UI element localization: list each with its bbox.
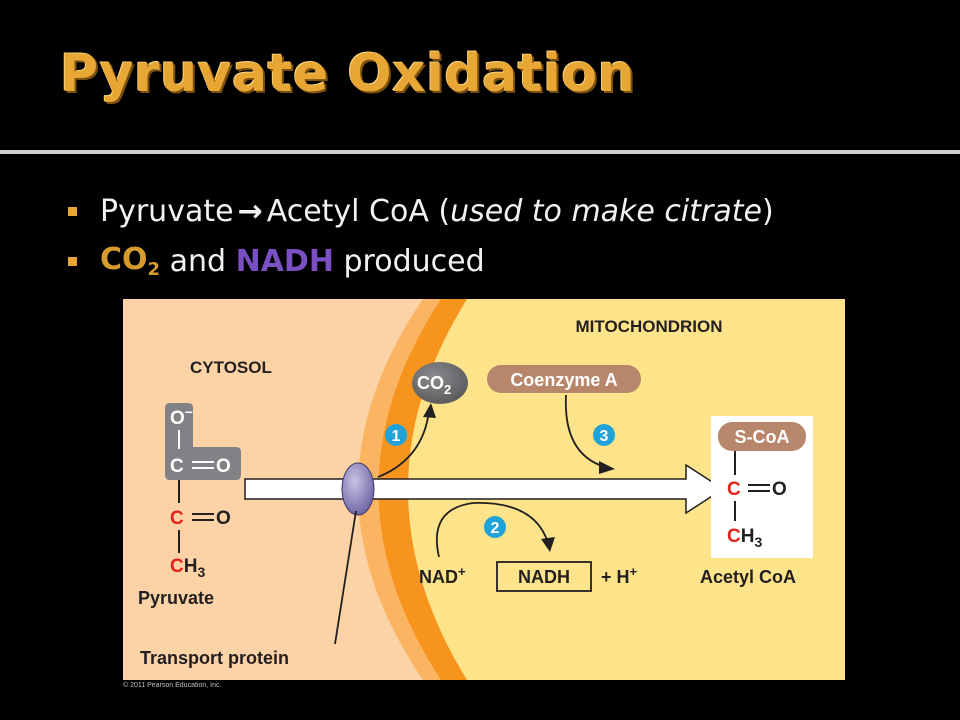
header-divider bbox=[0, 150, 960, 154]
bullet-text-nadh: NADH bbox=[235, 243, 334, 279]
pyruvate-label: Pyruvate bbox=[138, 588, 214, 608]
step-2-badge bbox=[484, 516, 506, 538]
co2-bubble bbox=[412, 362, 468, 404]
pyruvate-oxygen-1: O bbox=[216, 456, 231, 477]
copyright-notice: © 2011 Pearson Education, Inc. bbox=[123, 682, 222, 689]
nadh-box bbox=[496, 561, 592, 592]
right-arrow-icon: → bbox=[237, 193, 263, 229]
main-flow-arrow bbox=[244, 463, 725, 515]
transport-protein-label: Transport protein bbox=[140, 648, 289, 668]
bullet-item-products: CO2 and NADH produced bbox=[68, 236, 948, 286]
acetyl-methyl: CH3 bbox=[727, 526, 762, 550]
bullet-list: Pyruvate → Acetyl CoA (used to make citr… bbox=[68, 186, 948, 286]
acetyl-carbon-1: C bbox=[727, 479, 741, 500]
pyruvate-oxygen-minus: O− bbox=[170, 404, 193, 429]
pyruvate-molecule: O− C O C O CH3 Pyruvate bbox=[138, 403, 241, 608]
arrowhead bbox=[423, 403, 436, 418]
slide-header: Pyruvate Oxidation bbox=[0, 0, 960, 150]
coenzyme-a-arrow bbox=[564, 394, 606, 468]
bullet-text-produced: produced bbox=[343, 243, 485, 279]
co2-release-arrow bbox=[377, 410, 430, 478]
nadh-box-label: NADH bbox=[518, 567, 570, 587]
bullet-text-close-paren: ) bbox=[761, 193, 774, 229]
square-bullet-icon bbox=[68, 256, 77, 266]
coenzyme-a-pill bbox=[487, 365, 641, 393]
acetyl-coa-label: Acetyl CoA bbox=[700, 567, 796, 587]
s-coa-label: S-CoA bbox=[735, 427, 790, 447]
pyruvate-carbon-2: C bbox=[170, 508, 184, 529]
nad-reduction-arrow bbox=[435, 502, 549, 558]
step-3-number: 3 bbox=[600, 428, 609, 445]
carboxyl-group-highlight bbox=[165, 403, 241, 480]
pyruvate-methyl: CH3 bbox=[170, 556, 205, 580]
bullet-text-pyruvate: Pyruvate bbox=[100, 193, 234, 229]
step-2-number: 2 bbox=[491, 520, 500, 537]
pyruvate-oxidation-diagram: MITOCHONDRION CYTOSOL O− C O C O CH3 Pyr… bbox=[123, 299, 845, 680]
acetyl-oxygen: O bbox=[772, 479, 787, 500]
co2-text: CO2 bbox=[417, 373, 451, 397]
arrowhead bbox=[541, 537, 555, 552]
cytosol-label: CYTOSOL bbox=[190, 358, 272, 377]
step-1-number: 1 bbox=[392, 428, 401, 445]
pyruvate-oxygen-2: O bbox=[216, 508, 231, 529]
bullet-text-citrate: used to make citrate bbox=[450, 193, 762, 229]
square-bullet-icon bbox=[68, 206, 77, 216]
slide-title: Pyruvate Oxidation bbox=[60, 44, 636, 104]
step-3-badge bbox=[593, 424, 615, 446]
transport-protein-leader bbox=[334, 510, 357, 645]
acetyl-coa-molecule: S-CoA C O CH3 Acetyl CoA bbox=[700, 416, 813, 587]
co2-main: CO bbox=[100, 242, 148, 277]
h-plus-label: + H+ bbox=[601, 564, 638, 587]
co2-subscript: 2 bbox=[147, 259, 161, 280]
coenzyme-a-label: Coenzyme A bbox=[510, 370, 617, 390]
nad-plus-label: NAD+ bbox=[419, 564, 466, 587]
co2-molecule: CO2 bbox=[412, 362, 468, 404]
pyruvate-carbon-1: C bbox=[170, 456, 184, 477]
step-1-badge bbox=[385, 424, 407, 446]
s-coa-pill bbox=[718, 422, 806, 451]
bullet-text-acetyl: Acetyl CoA ( bbox=[266, 193, 451, 229]
mitochondrion-label: MITOCHONDRION bbox=[575, 317, 722, 336]
bullet-text-co2: CO2 bbox=[100, 242, 160, 280]
bullet-item-pyruvate: Pyruvate → Acetyl CoA (used to make citr… bbox=[68, 186, 948, 236]
bullet-text-and: and bbox=[169, 243, 227, 279]
arrowhead bbox=[599, 461, 615, 474]
transport-protein-shape bbox=[341, 462, 375, 516]
